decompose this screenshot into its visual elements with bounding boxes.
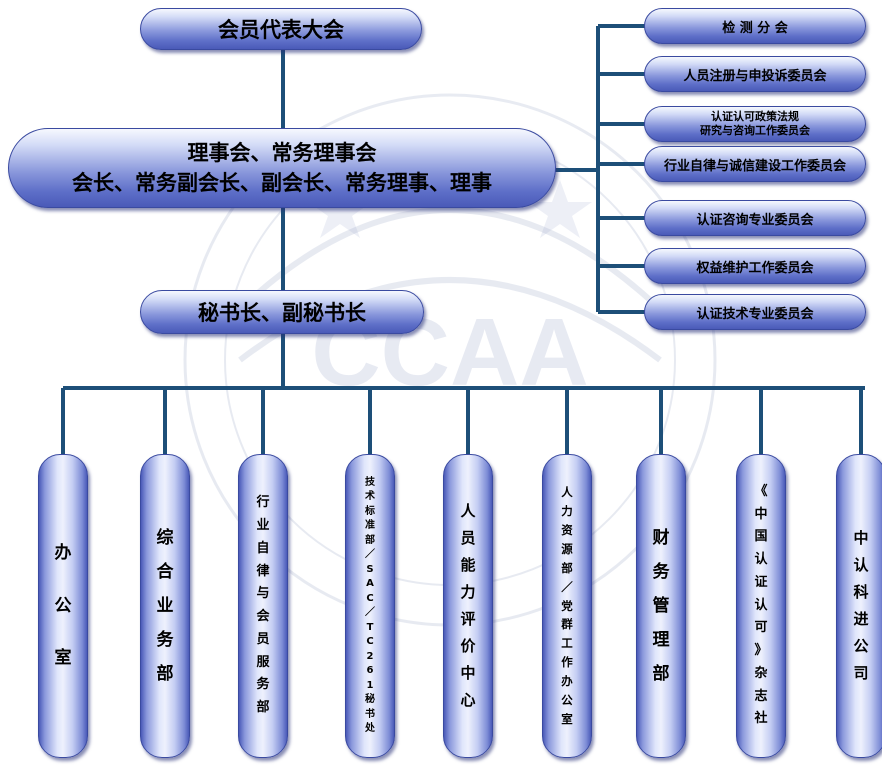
department-box: 《中国认证认可》杂志社 — [736, 454, 786, 758]
department-connector — [859, 388, 863, 458]
council-members: 会长、常务副会长、副会长、常务理事、理事 — [72, 171, 492, 195]
department-label: 办公室 — [54, 542, 72, 669]
committee-label: 行业自律与诚信建设工作委员会 — [663, 158, 846, 174]
committee-box: 行业自律与诚信建设工作委员会 — [644, 146, 866, 182]
committee-box: 检 测 分 会 — [644, 8, 866, 44]
connector-bottom — [281, 333, 285, 388]
committee-connector — [598, 122, 648, 126]
department-connector — [759, 388, 763, 458]
department-connector — [61, 388, 65, 458]
council-box: 理事会、常务理事会 会长、常务副会长、副会长、常务理事、理事 — [8, 128, 556, 208]
star-icons — [308, 180, 592, 238]
department-connector — [659, 388, 663, 458]
committee-connector — [598, 264, 648, 268]
connector-side — [550, 168, 598, 172]
committee-box: 认证认可政策法规研究与咨询工作委员会 — [644, 106, 866, 142]
department-box: 人员能力评价中心 — [443, 454, 493, 758]
committee-box: 认证技术专业委员会 — [644, 294, 866, 330]
committee-connector — [598, 24, 648, 28]
department-box: 办公室 — [38, 454, 88, 758]
general-assembly-box: 会员代表大会 — [140, 8, 422, 50]
department-label: 综合业务部 — [156, 528, 174, 684]
department-label: 人员能力评价中心 — [460, 502, 476, 709]
committee-box: 权益维护工作委员会 — [644, 248, 866, 284]
committee-connector — [598, 216, 648, 220]
department-label: 行业自律与会员服务部 — [256, 495, 270, 715]
committee-connector — [598, 310, 648, 314]
committee-box: 认证咨询专业委员会 — [644, 200, 866, 236]
general-assembly-label: 会员代表大会 — [218, 18, 344, 42]
department-bus — [63, 386, 865, 390]
secretary-general-box: 秘书长、副秘书长 — [140, 290, 424, 334]
secretary-general-label: 秘书长、副秘书长 — [198, 301, 366, 325]
department-box: 中认科进公司 — [836, 454, 882, 758]
department-connector — [368, 388, 372, 458]
committee-label: 人员注册与申投诉委员会 — [683, 68, 827, 84]
committee-label: 认证技术专业委员会 — [696, 306, 814, 322]
committee-label: 权益维护工作委员会 — [696, 260, 814, 276]
committee-label: 研究与咨询工作委员会 — [700, 124, 810, 137]
department-box: 行业自律与会员服务部 — [238, 454, 288, 758]
department-connector — [565, 388, 569, 458]
department-box: 财务管理部 — [636, 454, 686, 758]
department-label: 人力资源部／党群工作办公室 — [561, 484, 573, 727]
department-box: 人力资源部／党群工作办公室 — [542, 454, 592, 758]
committee-trunk — [596, 26, 600, 312]
council-title: 理事会、常务理事会 — [187, 141, 377, 165]
department-connector — [163, 388, 167, 458]
committee-box: 人员注册与申投诉委员会 — [644, 56, 866, 92]
department-connector — [261, 388, 265, 458]
department-box: 综合业务部 — [140, 454, 190, 758]
committee-label: 检 测 分 会 — [722, 20, 788, 36]
committee-connector — [598, 162, 648, 166]
department-label: 财务管理部 — [652, 528, 670, 684]
connector-mid — [281, 205, 285, 297]
committee-connector — [598, 72, 648, 76]
committee-label: 认证认可政策法规 — [711, 110, 799, 123]
committee-label: 认证咨询专业委员会 — [696, 212, 814, 228]
department-connector — [466, 388, 470, 458]
department-label: 中认科进公司 — [853, 529, 869, 682]
connector-top — [281, 48, 285, 140]
department-label: 《中国认证认可》杂志社 — [754, 483, 768, 727]
